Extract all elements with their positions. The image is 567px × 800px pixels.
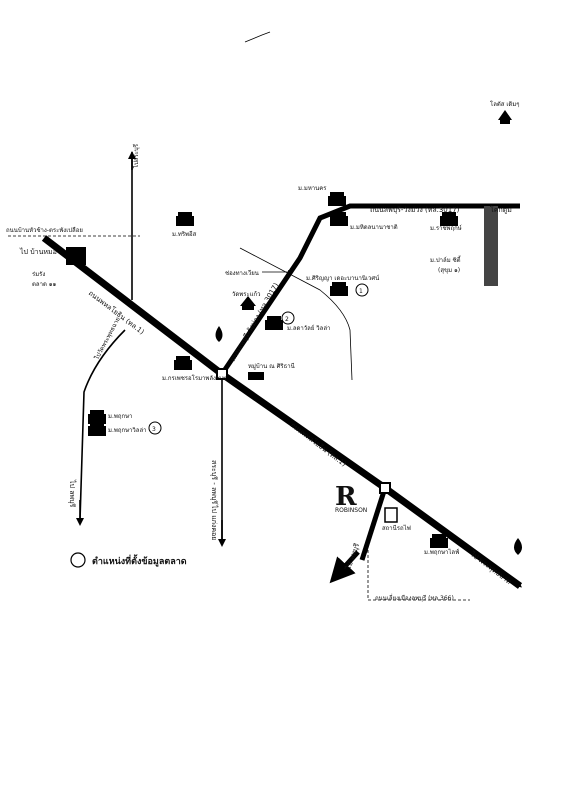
place-label-ban-kanhas: หมู่บ้าน ณ ศิริธานี	[248, 362, 295, 370]
place-label-kok-tum: โคกตูม	[490, 205, 512, 214]
place-label-mahanakhon: ม.มหานคร	[298, 185, 327, 192]
house-icon	[440, 212, 458, 226]
lopburi-wangmuang-road	[219, 203, 470, 376]
thin-curve-road	[239, 247, 353, 381]
road-label-lopburi-bottom: ไป ลพบุรี	[343, 542, 361, 572]
road-label-phra-phutthabat: ไป พระพุทธบาท	[468, 549, 514, 586]
house-icon	[330, 282, 348, 296]
bypass-road	[359, 487, 388, 561]
place-label-lake-view: ม.ลดาวัลย์ วิลล่า	[287, 324, 330, 332]
road-label-sub-road: ช่องทางเวียน	[225, 269, 259, 277]
house-icon	[430, 534, 448, 548]
robinson-logo: R	[335, 482, 357, 512]
place-label-pruksa-life: ม.พฤกษาไลฟ์	[424, 548, 459, 556]
place-label-pruksa: ม.พฤกษา	[108, 413, 132, 420]
marker-number-2: 2	[285, 316, 289, 323]
legend-label: ตำแหน่งที่ตั้งข้อมูลตลาด	[92, 554, 187, 567]
gray-block	[484, 206, 498, 286]
place-label-pruksa-villa: ม.พฤกษาวิลล่า	[108, 427, 147, 434]
house-icon	[176, 212, 194, 226]
bypass-arrow	[329, 550, 360, 584]
place-label-left-marker: ร่มรัง	[32, 271, 45, 278]
place-label-wat: วัดพระแก้ว	[232, 291, 261, 298]
road-label-ban-mo: ไป บ้านหมอ	[19, 247, 57, 256]
place-label-university: ม.มหิดลนานาชาติ	[350, 224, 398, 231]
place-label-palm-city: ม.ปาล์ม ซิตี้	[430, 254, 462, 264]
place-label-station: สถานีรถไฟ	[382, 524, 411, 532]
intersection-robinson	[379, 482, 391, 494]
water-drop-icon	[514, 538, 522, 555]
road-label-dirt-road: ถนนบ้านหัวช้าง-ตระพังเปลือย	[6, 226, 83, 234]
house-icon	[88, 410, 106, 424]
phahonyothin-arrow	[514, 581, 522, 588]
road-label-saraburi-north: ไปสระบุรี	[132, 143, 140, 169]
house-icon	[265, 316, 283, 330]
place-label-left-sub: ตลาด ๑๑	[32, 281, 57, 288]
place-label-ban-khwan: ม.ราชพฤกษ์	[430, 224, 462, 232]
temple-icon	[498, 110, 512, 124]
house-icon	[330, 212, 348, 226]
water-drop-icon	[215, 326, 223, 342]
marker-circle-2	[281, 311, 295, 325]
place-label-mahanakhon-2: ม.ศิริญญา เดอะบานานิเวศน์	[306, 274, 379, 282]
road-label-bypass: ถนนเลี่ยงเมืองลพบุรี (ทล.366)	[375, 594, 454, 602]
road-label-wangmuang: ถนนลพบุรี-วังม่วง (ทล.3017)	[370, 206, 460, 214]
house-icon	[88, 422, 106, 436]
marker-number-3: 3	[152, 426, 156, 433]
place-label-robinson: ROBINSON	[335, 507, 367, 514]
road-label-lopburi-left: ไป ลพบุรี	[68, 479, 77, 508]
station-icon	[384, 507, 398, 523]
house-icon	[328, 192, 346, 206]
people-icon	[248, 372, 264, 380]
road-label-phahonyothin-lower: ถนนพหลโยธิน (ทล.1)	[289, 420, 349, 468]
bypass-dashed	[367, 535, 470, 601]
road-label-kaeng-khoi: ไป แก่งคอย	[210, 504, 219, 540]
marker-circle-3	[148, 421, 162, 435]
road-label-saraburi-lopburi: สระบุรี - ลพบุรี	[210, 460, 218, 504]
left-road	[79, 329, 126, 521]
top-scribble	[244, 31, 271, 43]
place-label-sukhum: (สุขุม ๑)	[438, 267, 460, 274]
marker-number-1: 1	[359, 288, 363, 295]
intersection-center	[216, 368, 228, 380]
place-label-mahanakhon-3: ม.กรเพชรอโรมาพลังชเพ	[162, 374, 226, 382]
legend-circle	[70, 552, 86, 568]
phahonyothin-road	[41, 235, 523, 589]
market-square-icon	[66, 247, 86, 265]
marker-circle-1	[355, 283, 369, 297]
place-label-mtp-isaan: ม.ทริพอีส	[172, 230, 197, 238]
house-icon	[174, 356, 192, 370]
place-label-top-right: โลตัส เดิมๆ	[490, 100, 520, 108]
temple-icon	[240, 296, 256, 310]
